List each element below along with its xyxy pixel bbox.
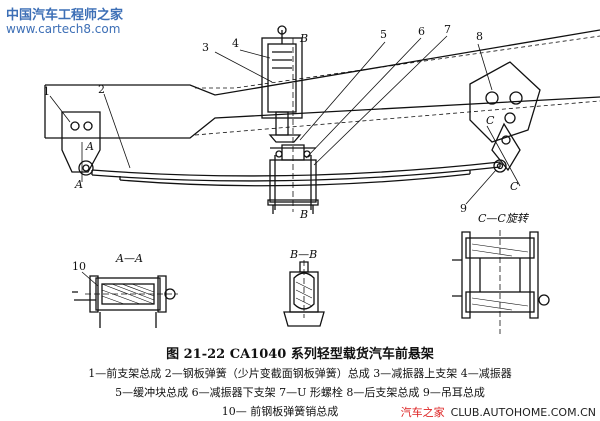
callout-2: 2	[98, 83, 105, 96]
source-credit: 汽车之家 CLUB.AUTOHOME.COM.CN	[398, 404, 596, 420]
marker-a-top: A	[85, 140, 94, 153]
callout-6: 6	[418, 25, 425, 38]
section-cc-view	[452, 230, 550, 334]
cc-section-label: C—C旋转	[478, 212, 530, 225]
callout-1: 1	[43, 85, 50, 98]
section-aa-view: 10	[72, 260, 178, 328]
front-bracket	[61, 111, 101, 176]
aa-section-label: A—A	[115, 252, 143, 265]
rear-bracket	[469, 61, 541, 143]
credit-source-url: CLUB.AUTOHOME.COM.CN	[450, 406, 596, 419]
marker-c-bottom: C	[510, 180, 519, 193]
shock-absorber	[261, 25, 303, 143]
section-markers: A A B B C C	[74, 32, 519, 221]
section-bb-view	[283, 260, 325, 327]
legend-line-1: 1—前支架总成 2—钢板弹簧（少片变截面钢板弹簧）总成 3—减振器上支架 4—减…	[88, 367, 512, 380]
marker-b-top: B	[299, 32, 308, 45]
frame-rail	[44, 29, 600, 139]
callout-numbers: 1 2 3 4 5 6 7 8 9	[43, 23, 483, 215]
shackle	[491, 122, 521, 173]
bb-section-label: B—B	[289, 248, 317, 261]
watermark-site-name: 中国汽车工程师之家	[6, 8, 124, 23]
callout-7: 7	[444, 23, 451, 36]
callout-leaders	[49, 35, 497, 205]
section-cut-lines	[81, 38, 521, 212]
callout-4: 4	[232, 37, 239, 50]
leaf-spring	[91, 161, 501, 187]
marker-b-bottom: B	[299, 208, 308, 221]
credit-source-cn: 汽车之家	[400, 406, 445, 419]
legend-line-2: 5—缓冲块总成 6—减振器下支架 7—U 形螺栓 8—后支架总成 9—吊耳总成	[115, 386, 485, 399]
marker-a-bottom: A	[74, 178, 83, 191]
legend-line-3: 10— 前钢板弹簧销总成	[221, 405, 339, 418]
callout-10: 10	[72, 260, 86, 273]
callout-9: 9	[460, 202, 467, 215]
callout-8: 8	[476, 30, 483, 43]
callout-3: 3	[202, 41, 209, 54]
callout-5: 5	[380, 28, 387, 41]
marker-c-top: C	[486, 114, 495, 127]
watermark-site-url: www.cartech8.com	[6, 22, 121, 36]
figure-title: 图 21-22 CA1040 系列轻型载货汽车前悬架	[166, 347, 434, 362]
